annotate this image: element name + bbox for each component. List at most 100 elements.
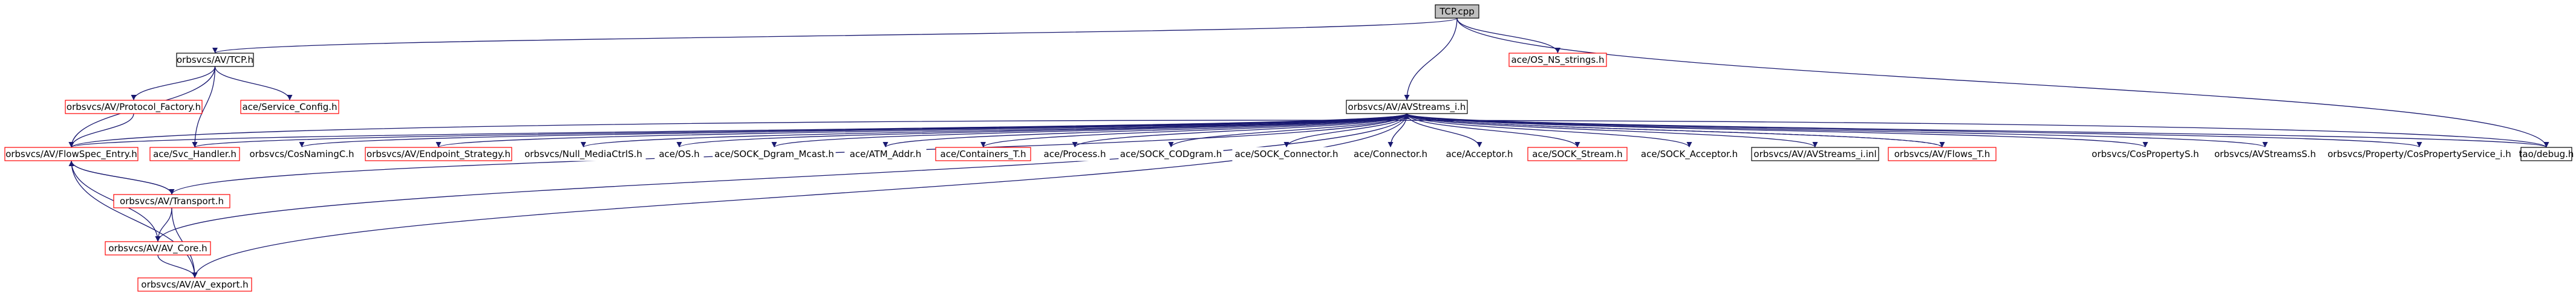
node-cosprop_i[interactable]: orbsvcs/Property/CosPropertyService_i.h <box>2327 147 2512 161</box>
node-label: orbsvcs/AV/Flows_T.h <box>1894 149 1991 160</box>
node-box <box>1346 100 1468 114</box>
edge-transport-to-av_core <box>155 207 172 242</box>
node-box <box>1040 147 1110 161</box>
node-label: ace/SOCK_Connector.h <box>1234 149 1338 160</box>
node-flows_t[interactable]: orbsvcs/AV/Flows_T.h <box>1888 147 1997 161</box>
edge-avstreams_i-to-svc_handler <box>192 113 1407 148</box>
node-box <box>521 147 646 161</box>
nodes-layer: TCP.cpp orbsvcs/AV/TCP.h ace/OS_NS_strings… <box>4 4 2574 292</box>
node-label: orbsvcs/AV/TCP.h <box>177 54 253 65</box>
node-box <box>1232 147 1341 161</box>
node-label: orbsvcs/AV/Endpoint_Strategy.h <box>367 149 510 160</box>
edge-taodebug-to-flowspec <box>69 120 2547 148</box>
node-transport[interactable]: orbsvcs/AV/Transport.h <box>113 194 230 208</box>
edge-avstreams_i-to-flowspec <box>69 113 1407 148</box>
edge-root-to-os_ns <box>1456 18 1560 54</box>
node-label: ace/SOCK_Stream.h <box>1532 149 1622 160</box>
node-os_h[interactable]: ace/OS.h <box>654 147 704 161</box>
node-box <box>113 194 230 208</box>
node-label: ace/Containers_T.h <box>941 149 1026 160</box>
node-box <box>1508 53 1607 67</box>
node-box <box>654 147 704 161</box>
edge-tcp_h-to-protofac <box>131 66 216 101</box>
node-label: orbsvcs/Property/CosPropertyService_i.h <box>2327 149 2511 160</box>
edge-av_core-to-av_export <box>157 254 198 279</box>
edge-root-to-taodebug <box>1456 18 2549 148</box>
node-tcp_h[interactable]: orbsvcs/AV/TCP.h <box>176 53 254 67</box>
node-sock_stream[interactable]: ace/SOCK_Stream.h <box>1527 147 1628 161</box>
node-box <box>2327 147 2512 161</box>
node-box <box>2212 147 2318 161</box>
node-label: ace/SOCK_CODgram.h <box>1120 149 1222 160</box>
edge-avstreams_i-to-sock_acc <box>1406 113 1692 148</box>
node-label: ace/OS_NS_strings.h <box>1511 54 1605 66</box>
node-label: ace/SOCK_Dgram_Mcast.h <box>714 149 834 160</box>
node-dgram_mcast[interactable]: ace/SOCK_Dgram_Mcast.h <box>712 147 836 161</box>
node-process[interactable]: ace/Process.h <box>1040 147 1110 161</box>
node-atm_addr[interactable]: ace/ATM_Addr.h <box>844 147 927 161</box>
edge-avstreams_i-to-atm_addr <box>882 113 1407 148</box>
node-label: orbsvcs/AV/AVStreams_i.h <box>1348 101 1466 113</box>
node-codgram[interactable]: ace/SOCK_CODgram.h <box>1118 147 1224 161</box>
edge-root-to-tcp_h <box>212 18 1458 54</box>
node-label: orbsvcs/CosNamingC.h <box>249 149 354 159</box>
node-label: orbsvcs/AV/AV_export.h <box>141 279 248 291</box>
node-endpoint[interactable]: orbsvcs/AV/Endpoint_Strategy.h <box>365 147 512 161</box>
node-label: orbsvcs/CosPropertyS.h <box>2092 149 2199 159</box>
node-sock_acc[interactable]: ace/SOCK_Acceptor.h <box>1636 147 1743 161</box>
node-av_core[interactable]: orbsvcs/AV/AV_Core.h <box>105 241 211 256</box>
node-label: ace/Acceptor.h <box>1446 149 1513 159</box>
node-label: orbsvcs/AV/Transport.h <box>120 196 224 207</box>
node-box <box>2520 147 2572 161</box>
node-avstreamss[interactable]: orbsvcs/AVStreamsS.h <box>2212 147 2318 161</box>
node-box <box>249 147 355 161</box>
node-av_export[interactable]: orbsvcs/AV/AV_export.h <box>137 277 252 292</box>
node-label: ace/OS.h <box>659 149 699 159</box>
node-cosprops[interactable]: orbsvcs/CosPropertyS.h <box>2087 147 2203 161</box>
edge-root-to-avstreams_i <box>1404 18 1458 101</box>
node-acceptor[interactable]: ace/Acceptor.h <box>1440 147 1519 161</box>
edge-tcp_h-to-svcconf <box>214 66 293 101</box>
edge-transport-to-flowspec <box>68 160 172 195</box>
node-label: tao/debug.h <box>2519 149 2574 159</box>
node-flowspec[interactable]: orbsvcs/AV/FlowSpec_Entry.h <box>4 147 139 161</box>
node-label: orbsvcs/AV/FlowSpec_Entry.h <box>5 149 137 160</box>
node-nullmedia[interactable]: orbsvcs/Null_MediaCtrlS.h <box>521 147 646 161</box>
node-label: orbsvcs/Null_MediaCtrlS.h <box>524 149 642 160</box>
node-box <box>935 147 1031 161</box>
node-taodebug[interactable]: tao/debug.h <box>2519 147 2574 161</box>
edge-avstreams_i-to-avstreamss <box>1406 113 2268 148</box>
node-label: orbsvcs/AV/Protocol_Factory.h <box>67 101 201 113</box>
node-label: ace/Process.h <box>1044 149 1106 159</box>
node-cosnaming[interactable]: orbsvcs/CosNamingC.h <box>249 147 355 161</box>
node-label: orbsvcs/AVStreamsS.h <box>2214 149 2316 159</box>
node-label: orbsvcs/AV/AVStreams_i.inl <box>1753 149 1876 160</box>
node-box <box>4 147 139 161</box>
edge-avstreams_i-to-cosprop_i <box>1406 113 2422 148</box>
node-box <box>2087 147 2203 161</box>
node-containers[interactable]: ace/Containers_T.h <box>935 147 1031 161</box>
node-label: orbsvcs/AV/AV_Core.h <box>108 243 207 254</box>
node-svc_handler[interactable]: ace/Svc_Handler.h <box>149 147 240 161</box>
node-sock_conn[interactable]: ace/SOCK_Connector.h <box>1232 147 1341 161</box>
node-root[interactable]: TCP.cpp <box>1435 4 1479 19</box>
edge-avstreams_i-to-av_export <box>192 113 1407 279</box>
edge-avstreams_i-to-process <box>1072 113 1407 148</box>
node-svcconf[interactable]: ace/Service_Config.h <box>240 100 339 114</box>
edge-avstreams_i-to-sock_conn <box>1283 113 1407 148</box>
node-avstreams_inl[interactable]: orbsvcs/AV/AVStreams_i.inl <box>1751 147 1879 161</box>
node-avstreams_i[interactable]: orbsvcs/AV/AVStreams_i.h <box>1346 100 1468 114</box>
node-label: TCP.cpp <box>1439 6 1475 17</box>
node-box <box>65 100 203 114</box>
edge-avstreams_i-to-avstreams_inl <box>1406 113 1818 148</box>
node-label: ace/ATM_Addr.h <box>850 149 922 160</box>
edge-avstreams_i-to-codgram <box>1168 113 1407 148</box>
node-os_ns[interactable]: ace/OS_NS_strings.h <box>1508 53 1607 67</box>
node-box <box>137 277 252 292</box>
node-box <box>1435 4 1479 19</box>
node-protofac[interactable]: orbsvcs/AV/Protocol_Factory.h <box>65 100 203 114</box>
node-label: ace/Svc_Handler.h <box>153 149 236 160</box>
node-connector[interactable]: ace/Connector.h <box>1349 147 1432 161</box>
node-box <box>1751 147 1879 161</box>
edge-avstreams_i-to-sock_stream <box>1406 113 1580 148</box>
